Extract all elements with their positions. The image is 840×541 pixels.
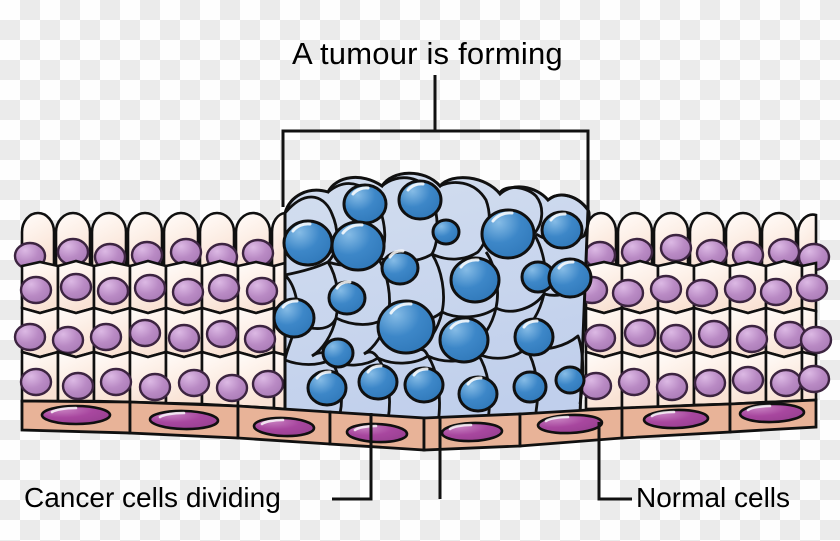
nuclei-row-2-left (19, 272, 279, 307)
label-normal-cells: Normal cells (636, 482, 791, 513)
tumour-bracket-leader (281, 75, 590, 210)
nuclei-row-3-right (583, 318, 833, 355)
basement-membrane (20, 398, 818, 452)
page-title: A tumour is forming (292, 36, 563, 71)
epithelial-row-1-right (583, 211, 831, 272)
label-cancer-cells-dividing: Cancer cells dividing (24, 482, 281, 513)
nuclei-row-2-right (575, 273, 829, 308)
basement-nuclei-highlights (50, 404, 772, 432)
epithelial-row-2-right (575, 259, 829, 315)
nuclei-row-1-right (583, 233, 831, 272)
epithelial-row-3-right (583, 306, 833, 359)
nuclei-row-3-left (13, 318, 277, 355)
leader-lines (281, 75, 632, 501)
epithelium-right (575, 211, 833, 411)
epithelium-left (13, 211, 287, 411)
tumour-mass (272, 171, 593, 440)
basement-nuclei (40, 402, 806, 444)
tumour-nuclei-highlights (281, 182, 575, 386)
epithelial-row-4-right (579, 350, 831, 411)
cancer-cells-leader (332, 413, 442, 501)
nuclei-row-4-left (19, 367, 285, 403)
epithelial-row-3-left (13, 306, 287, 359)
nuclei-row-4-right (579, 364, 831, 402)
tumour-nuclei (272, 179, 593, 413)
epithelial-row-2-left (19, 259, 287, 315)
normal-cells-leader (597, 422, 632, 501)
epithelial-row-4-left (19, 350, 287, 411)
